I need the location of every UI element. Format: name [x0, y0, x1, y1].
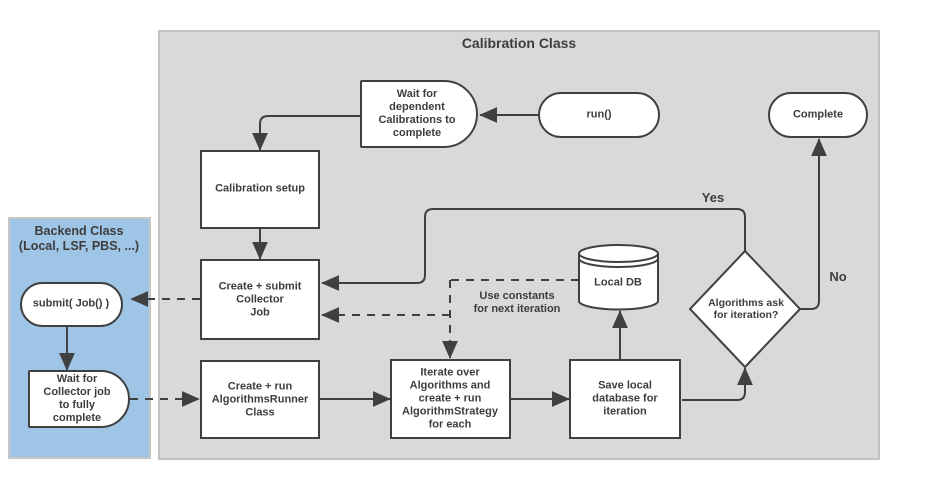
edge-wait-dependent-to-calibration-setup	[252, 115, 360, 151]
node-save-local-database	[569, 359, 681, 439]
label-wait-dependent: Wait for dependent Calibrations to compl…	[378, 88, 456, 139]
label-save-local-database: Save local database for iteration	[592, 379, 658, 418]
edge-decision-yes-to-collector-job	[321, 208, 746, 291]
label-run: run()	[586, 108, 612, 121]
backend-class-title: Backend Class (Local, LSF, PBS, ...)	[18, 224, 140, 253]
node-calibration-setup	[200, 150, 320, 229]
node-decision-diamond	[688, 249, 802, 369]
node-wait-dependent-calibrations	[360, 80, 478, 148]
node-local-db-cylinder	[578, 244, 659, 311]
node-create-run-algorithms-runner	[200, 360, 320, 439]
label-local-db: Local DB	[594, 276, 642, 289]
label-yes: Yes	[701, 190, 725, 205]
label-calibration-setup: Calibration setup	[215, 182, 305, 195]
node-create-submit-collector-job	[200, 259, 320, 340]
label-iterate-algorithms: Iterate over Algorithms and create + run…	[402, 366, 498, 431]
label-submit-job: submit( Job() )	[32, 297, 110, 310]
label-no: No	[829, 269, 847, 284]
label-create-run-algorithms-runner: Create + run AlgorithmsRunner Class	[211, 380, 309, 419]
label-complete: Complete	[792, 108, 844, 121]
node-run	[538, 92, 660, 138]
label-wait-collector-job: Wait for Collector job to fully complete	[43, 373, 111, 424]
node-complete	[768, 92, 868, 138]
edge-decision-no-to-complete	[800, 138, 827, 310]
label-decision: Algorithms ask for iteration?	[708, 297, 784, 321]
node-submit-job	[20, 282, 123, 327]
label-use-constants: Use constants for next iteration	[473, 290, 561, 315]
edge-save-to-decision	[682, 367, 753, 401]
calibration-class-title: Calibration Class	[461, 35, 577, 51]
node-iterate-algorithms	[390, 359, 511, 439]
label-create-submit-collector-job: Create + submit Collector Job	[218, 280, 302, 319]
node-wait-collector-job	[28, 370, 130, 428]
